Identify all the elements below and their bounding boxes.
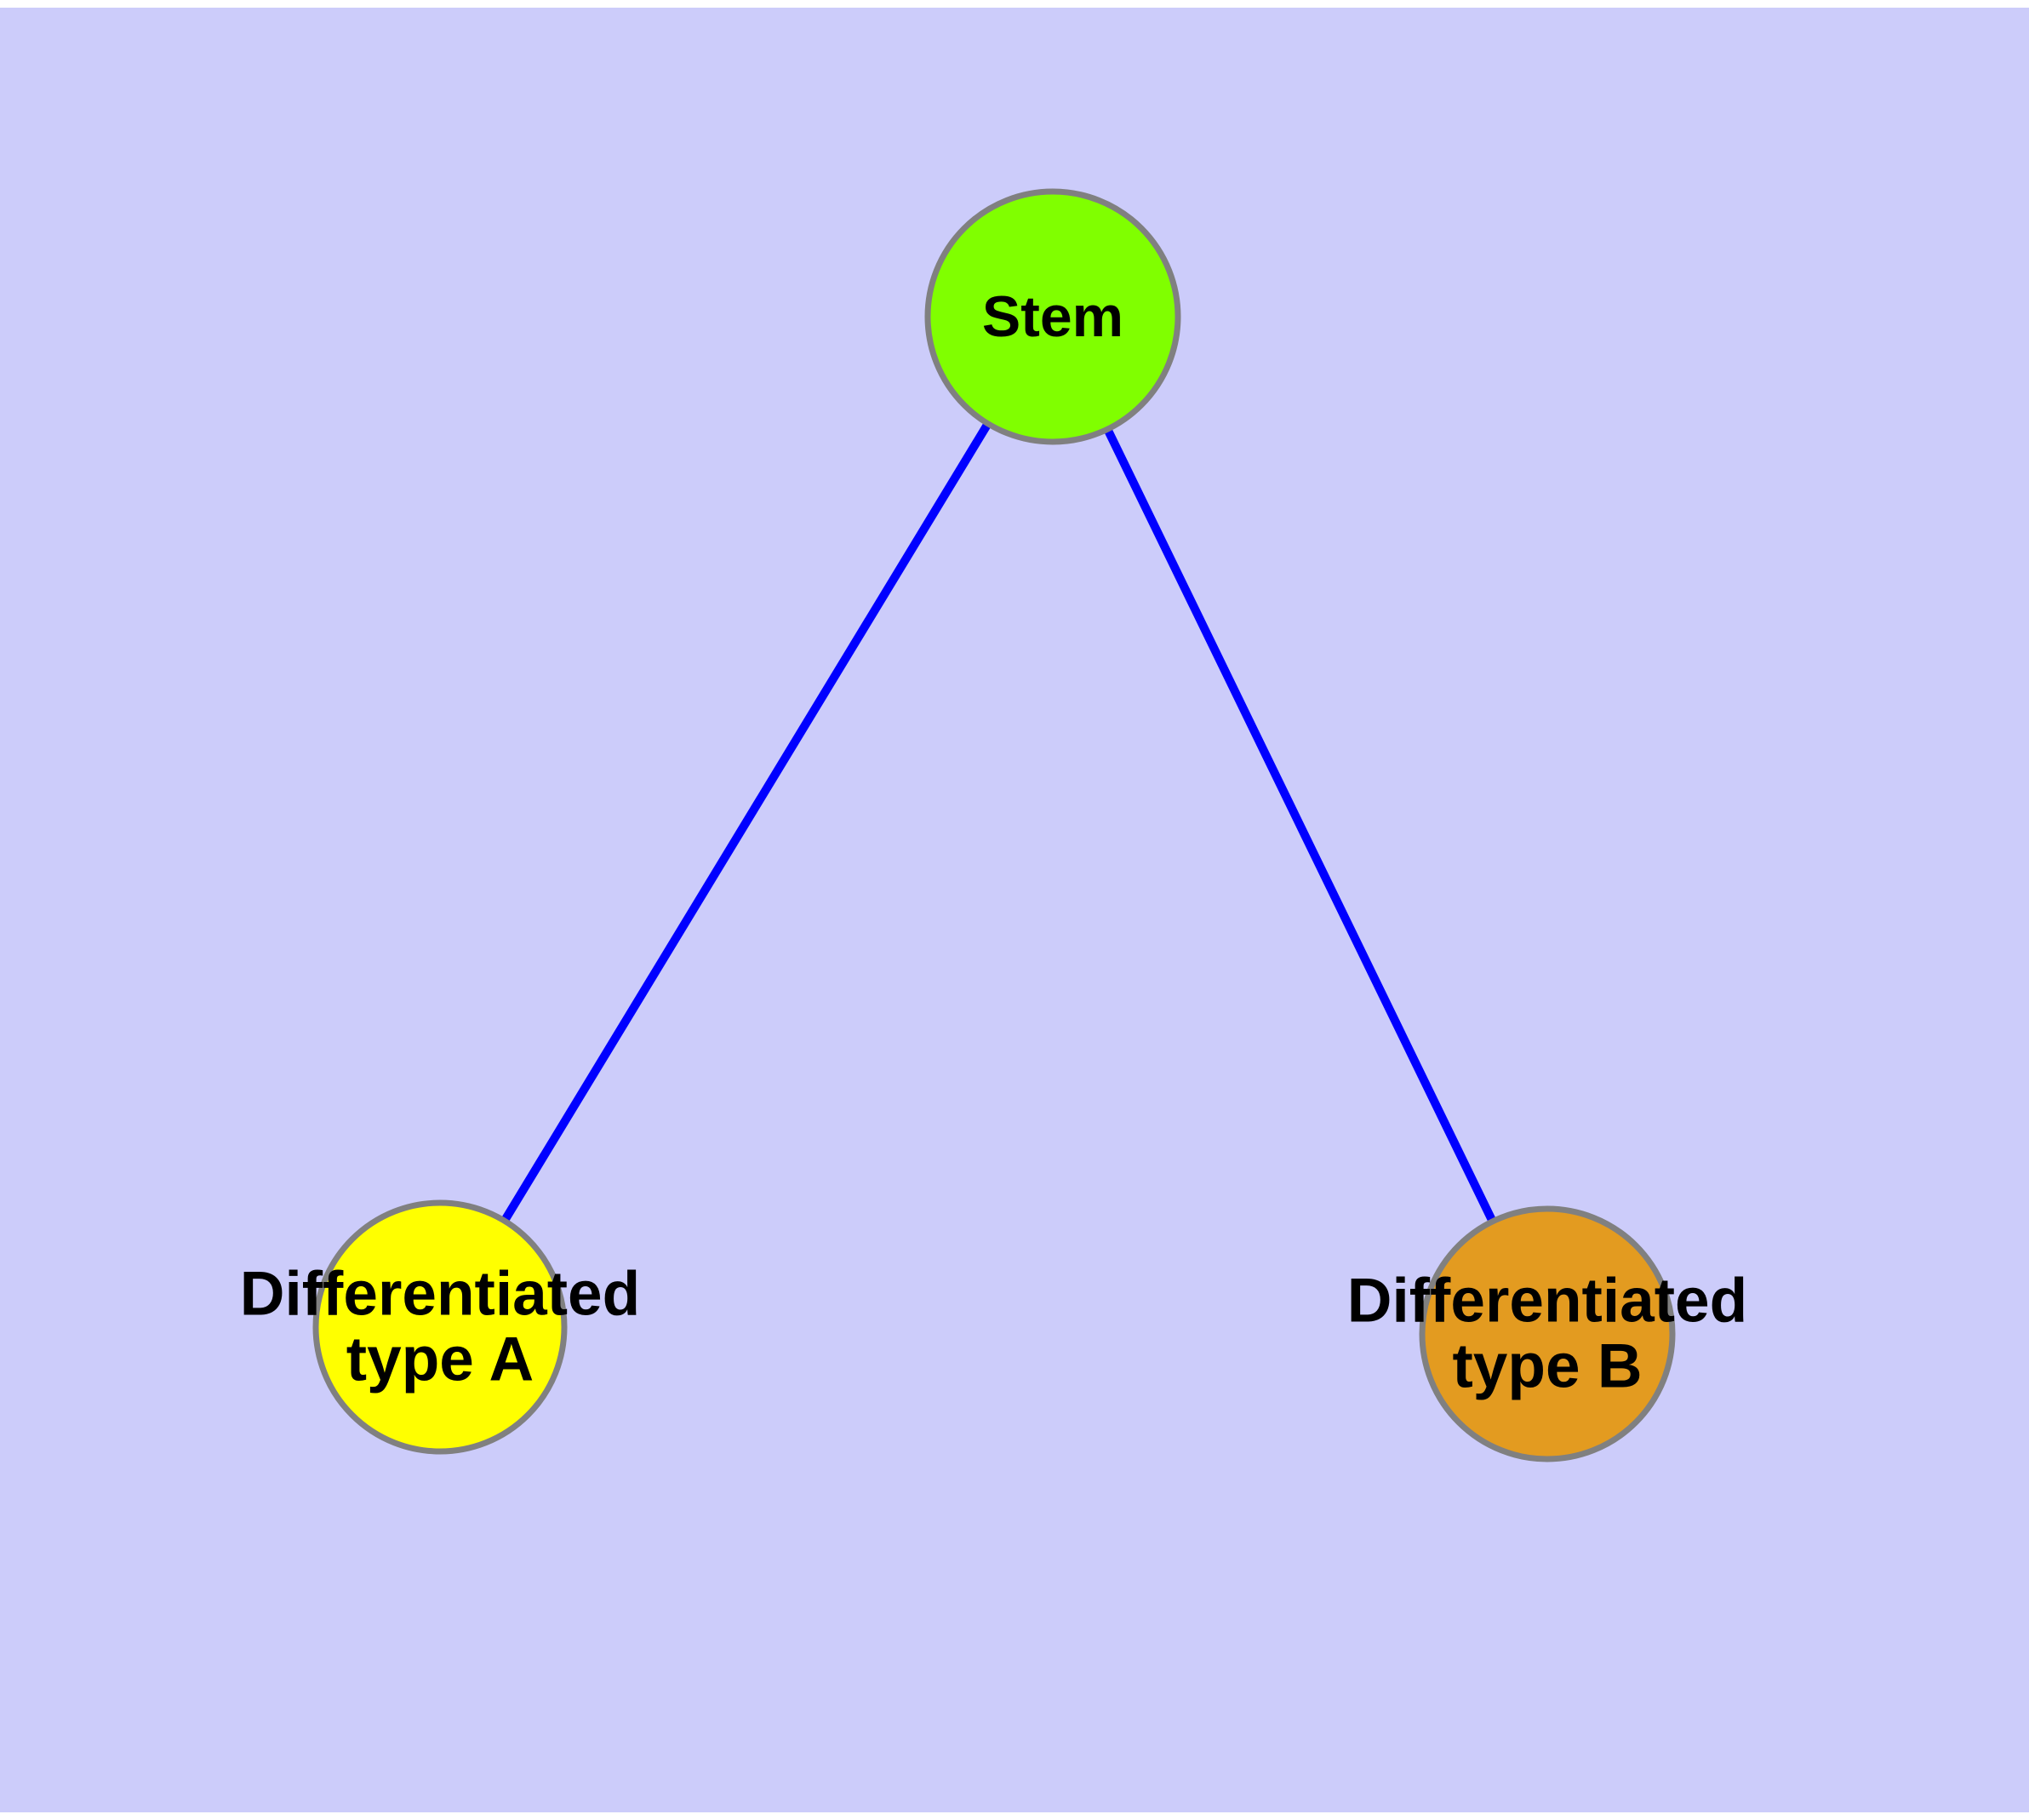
graph-edge-stem-to-diff_b[interactable] bbox=[1102, 424, 1498, 1227]
graph-node-diff_b[interactable] bbox=[1419, 1205, 1676, 1462]
graph-node-diff_a[interactable] bbox=[312, 1199, 568, 1455]
graph-node-stem[interactable] bbox=[924, 188, 1181, 445]
nodes-group bbox=[312, 188, 1676, 1462]
graph-svg bbox=[312, 188, 1676, 1462]
edges-group bbox=[499, 418, 1498, 1227]
graph-edge-stem-to-diff_a[interactable] bbox=[499, 418, 994, 1227]
